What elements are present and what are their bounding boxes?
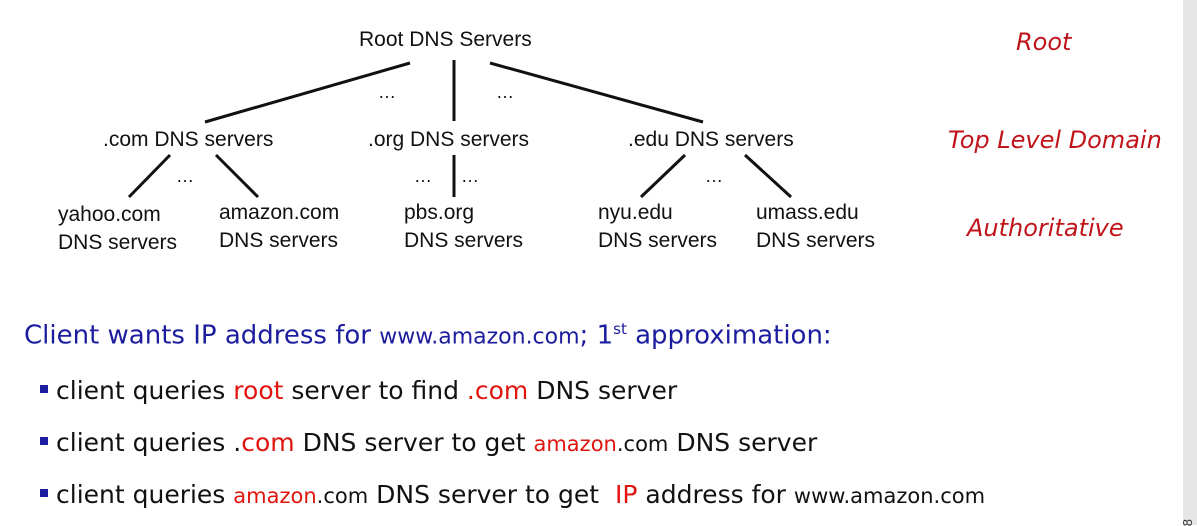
bullet-3: client queries amazon.com DNS server to … bbox=[40, 480, 985, 509]
bullet-3-text-c: address for bbox=[637, 480, 794, 509]
umass-label: DNS servers bbox=[756, 229, 876, 252]
nyu-label: DNS servers bbox=[598, 229, 718, 252]
bullet-2-dotcom: .com bbox=[616, 432, 669, 456]
edge-edu-nyu bbox=[639, 153, 687, 199]
level-label-root: Root bbox=[1016, 28, 1072, 56]
bullet-3-text-b: DNS server to get bbox=[368, 480, 615, 509]
root-dns-servers: Root DNS Servers bbox=[359, 28, 532, 51]
level-label-tld: Top Level Domain bbox=[948, 126, 1162, 154]
headline-superscript: st bbox=[613, 320, 627, 338]
ellipsis-org-right: … bbox=[461, 166, 480, 186]
edge-com-yahoo bbox=[127, 153, 172, 199]
bullet-3-url: www.amazon.com bbox=[793, 484, 986, 508]
bullet-2-amazon: amazon bbox=[533, 432, 617, 456]
ellipsis-com: … bbox=[176, 166, 195, 186]
ellipsis-edu: … bbox=[705, 166, 724, 186]
headline-part1: Client wants IP address for bbox=[24, 320, 380, 351]
bullet-1-com: .com bbox=[466, 376, 529, 405]
umass-dns-servers: umass.edu DNS servers bbox=[756, 199, 875, 255]
bullet-square-icon bbox=[40, 385, 48, 393]
nyu-domain: nyu.edu bbox=[598, 201, 673, 224]
bullet-1-text-b: server to find bbox=[283, 376, 467, 405]
yahoo-domain: yahoo.com bbox=[58, 203, 161, 226]
bullet-3-dotcom: .com bbox=[316, 484, 369, 508]
bullet-2-com: com bbox=[241, 428, 295, 457]
amazon-domain: amazon.com bbox=[219, 201, 340, 224]
pbs-label: DNS servers bbox=[404, 229, 524, 252]
org-dns-servers: .org DNS servers bbox=[368, 128, 530, 151]
edge-edu-umass bbox=[743, 153, 793, 199]
headline-part2: ; 1 bbox=[579, 320, 614, 351]
bullet-3-text-a: client queries bbox=[56, 480, 234, 509]
right-edge-bar bbox=[1183, 0, 1197, 525]
amazon-dns-servers: amazon.com DNS servers bbox=[219, 199, 339, 255]
bullet-1-text-c: DNS server bbox=[528, 376, 678, 405]
edge-root-edu bbox=[489, 61, 704, 124]
headline-domain: www.amazon.com bbox=[379, 324, 580, 350]
bullet-1-root: root bbox=[233, 376, 284, 405]
yahoo-label: DNS servers bbox=[58, 231, 178, 254]
bullet-3-amazon: amazon bbox=[233, 484, 317, 508]
bullet-1: client queries root server to find .com … bbox=[40, 376, 677, 405]
pbs-dns-servers: pbs.org DNS servers bbox=[404, 199, 523, 255]
ellipsis-root-left: … bbox=[378, 82, 397, 102]
ellipsis-org-left: … bbox=[414, 166, 433, 186]
amazon-label: DNS servers bbox=[219, 229, 339, 252]
bullet-2-text-c: DNS server bbox=[668, 428, 818, 457]
pbs-domain: pbs.org bbox=[404, 201, 475, 224]
edge-root-com bbox=[204, 61, 411, 124]
level-label-authoritative: Authoritative bbox=[967, 214, 1124, 242]
bullet-square-icon bbox=[40, 489, 48, 497]
edge-com-amazon bbox=[214, 153, 260, 199]
yahoo-dns-servers: yahoo.com DNS servers bbox=[58, 201, 177, 257]
bullet-1-text-a: client queries bbox=[56, 376, 234, 405]
umass-domain: umass.edu bbox=[756, 201, 859, 224]
headline-part3: approximation: bbox=[626, 320, 832, 351]
bullet-3-ip: IP bbox=[615, 480, 638, 509]
bullet-2-text-a: client queries . bbox=[56, 428, 242, 457]
bullet-square-icon bbox=[40, 437, 48, 445]
nyu-dns-servers: nyu.edu DNS servers bbox=[598, 199, 717, 255]
edu-dns-servers: .edu DNS servers bbox=[628, 128, 794, 151]
bullet-2-text-b: DNS server to get bbox=[294, 428, 534, 457]
ellipsis-root-right: … bbox=[496, 82, 515, 102]
headline: Client wants IP address for www.amazon.c… bbox=[24, 320, 832, 351]
bullet-2: client queries .com DNS server to get am… bbox=[40, 428, 817, 457]
com-dns-servers: .com DNS servers bbox=[103, 128, 274, 151]
